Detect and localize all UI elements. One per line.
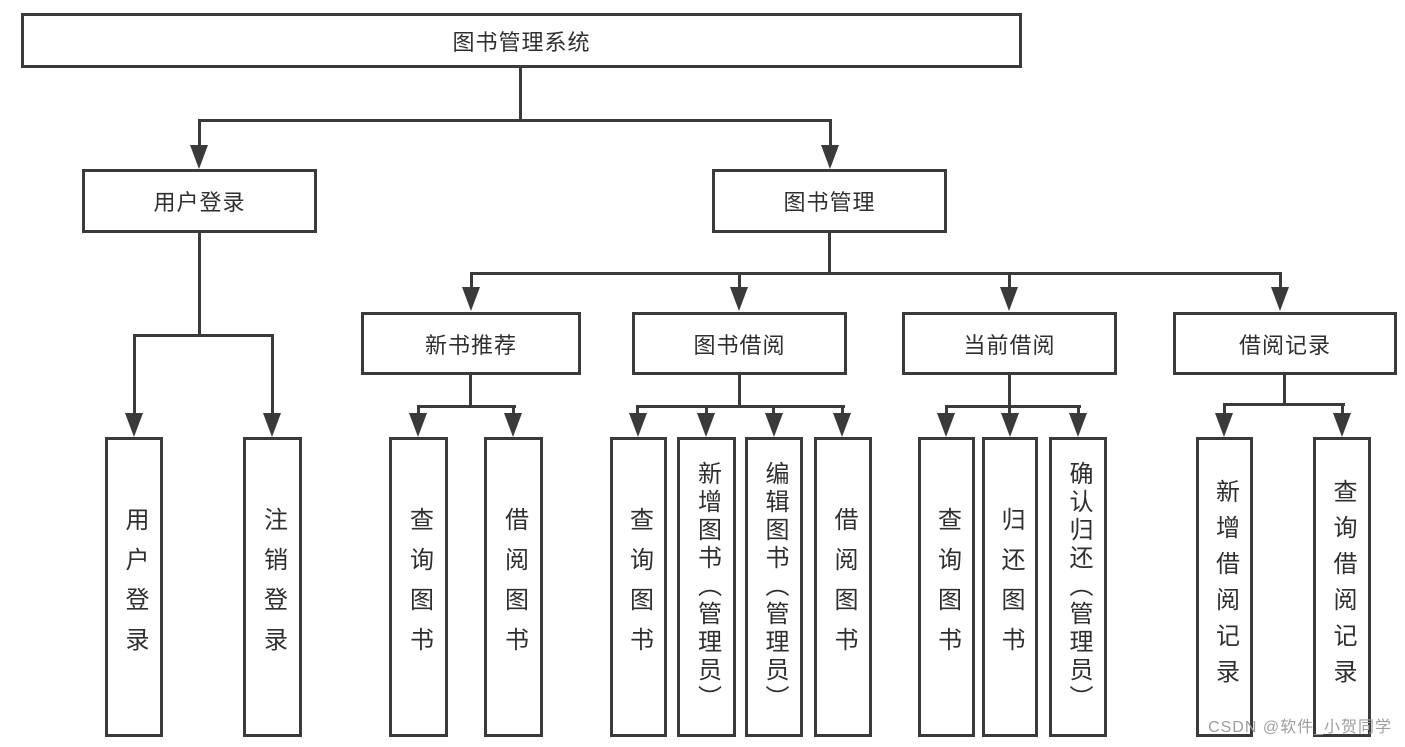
arrow-down-icon [821, 145, 839, 169]
connector-line [828, 233, 831, 275]
arrow-down-icon [833, 413, 851, 437]
connector-line [738, 375, 741, 408]
connector-line [1223, 403, 1345, 406]
arrow-down-icon [629, 413, 647, 437]
connector-line [198, 119, 201, 147]
arrow-down-icon [1001, 413, 1019, 437]
node-book-management: 图书管理 [712, 169, 947, 233]
leaf-label: 借阅图书 [830, 507, 857, 667]
leaf-label: 确认归还（管理员） [1065, 461, 1092, 713]
node-label: 图书管理 [783, 190, 876, 215]
connector-line [1279, 272, 1282, 290]
node-label: 新书推荐 [424, 332, 517, 358]
connector-line [512, 405, 515, 416]
connector-line [772, 405, 775, 416]
arrow-down-icon [730, 287, 748, 311]
node-user-login: 用户登录 [82, 169, 317, 233]
arrow-down-icon [1000, 287, 1018, 311]
connector-line [133, 334, 274, 337]
connector-line [1223, 403, 1226, 416]
arrow-down-icon [190, 145, 208, 169]
node-current-borrowing: 当前借阅 [902, 312, 1117, 375]
leaf-label: 新增图书（管理员） [693, 461, 721, 713]
arrow-down-icon [1069, 413, 1087, 437]
connector-line [519, 67, 522, 120]
leaf-label: 归还图书 [997, 507, 1024, 667]
leaf-label: 查询图书 [405, 507, 433, 667]
connector-line [417, 405, 516, 408]
csdn-watermark: CSDN @软件_小贺同学 [1208, 719, 1392, 736]
arrow-down-icon [1333, 413, 1351, 437]
leaf-label: 注销登录 [259, 507, 287, 667]
connector-line [1008, 272, 1011, 290]
leaf-add-borrow-record: 新增借阅记录 [1196, 437, 1253, 737]
leaf-add-books-admin: 新增图书（管理员） [677, 437, 736, 737]
node-label: 图书借阅 [693, 332, 786, 358]
leaf-query-books-current: 查询图书 [918, 437, 975, 737]
arrow-down-icon [263, 413, 281, 437]
arrow-down-icon [462, 287, 480, 311]
leaf-query-books-recommend: 查询图书 [389, 437, 448, 737]
node-label: 用户登录 [153, 190, 246, 215]
arrow-down-icon [504, 413, 522, 437]
arrow-down-icon [697, 413, 715, 437]
leaf-label: 查询借阅记录 [1329, 479, 1356, 695]
leaf-edit-books-admin: 编辑图书（管理员） [745, 437, 803, 737]
arrow-down-icon [1215, 413, 1233, 437]
connector-line [738, 272, 741, 290]
node-library-management-system: 图书管理系统 [21, 13, 1022, 68]
connector-line [1283, 375, 1286, 406]
connector-line [705, 405, 708, 416]
connector-line [1077, 405, 1080, 416]
node-label: 当前借阅 [963, 332, 1056, 358]
leaf-label: 用户登录 [121, 507, 148, 667]
leaf-label: 编辑图书（管理员） [761, 461, 788, 713]
leaf-query-borrow-record: 查询借阅记录 [1313, 437, 1371, 737]
connector-line [636, 405, 639, 416]
leaf-label: 查询图书 [625, 507, 653, 667]
node-book-borrowing: 图书借阅 [632, 312, 847, 375]
leaf-label: 借阅图书 [500, 507, 528, 667]
leaf-return-books: 归还图书 [982, 437, 1038, 737]
arrow-down-icon [125, 413, 143, 437]
connector-line [1341, 403, 1344, 416]
node-borrowing-records: 借阅记录 [1173, 312, 1397, 375]
leaf-query-books-borrow: 查询图书 [610, 437, 667, 737]
node-label: 借阅记录 [1238, 332, 1331, 358]
leaf-logout: 注销登录 [243, 437, 302, 737]
connector-line [1008, 405, 1011, 416]
arrow-down-icon [765, 413, 783, 437]
connector-line [945, 405, 948, 416]
leaf-label: 查询图书 [933, 507, 961, 667]
leaf-borrow-books: 借阅图书 [814, 437, 872, 737]
connector-line [945, 405, 1081, 408]
connector-line [198, 119, 832, 122]
connector-line [1008, 375, 1011, 408]
leaf-user-login: 用户登录 [105, 437, 163, 737]
leaf-borrow-books-recommend: 借阅图书 [484, 437, 543, 737]
node-label: 图书管理系统 [452, 29, 591, 55]
connector-line [470, 272, 473, 290]
arrow-down-icon [937, 413, 955, 437]
leaf-confirm-return-admin: 确认归还（管理员） [1049, 437, 1107, 737]
connector-line [469, 375, 472, 408]
connector-line [271, 334, 274, 414]
connector-line [198, 233, 201, 337]
arrow-down-icon [1271, 287, 1289, 311]
connector-line [829, 119, 832, 147]
connector-line [841, 405, 844, 416]
connector-line [417, 405, 420, 416]
connector-line [133, 334, 136, 414]
leaf-label: 新增借阅记录 [1211, 479, 1239, 695]
connector-line [470, 272, 1282, 275]
arrow-down-icon [409, 413, 427, 437]
connector-line [636, 405, 845, 408]
node-new-book-recommendation: 新书推荐 [361, 312, 581, 375]
